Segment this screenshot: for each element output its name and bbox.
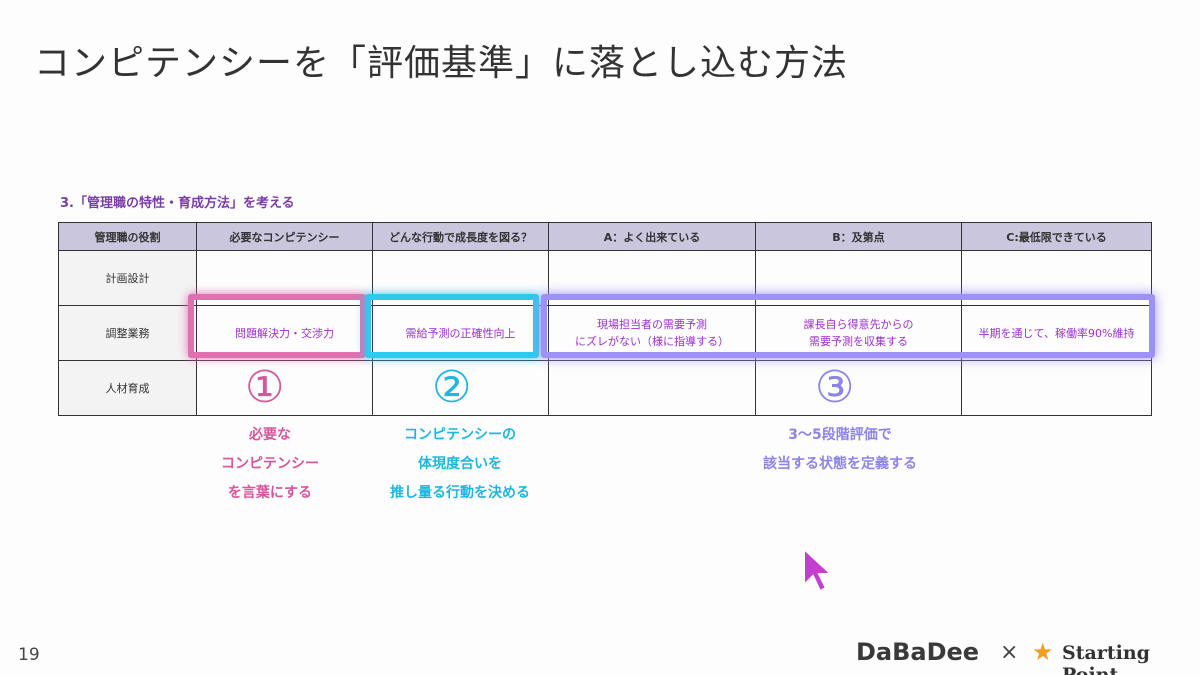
table-cell [755, 360, 962, 416]
highlight-behavior [365, 294, 539, 358]
annotation-caption-1: 必要な コンピテンシー を言葉にする [190, 421, 350, 508]
header-cell: 必要なコンピテンシー [196, 222, 373, 251]
role-cell: 調整業務 [58, 305, 197, 361]
header-cell: どんな行動で成長度を図る？ [372, 222, 549, 251]
caption-line: を言葉にする [227, 485, 313, 501]
table-cell: 問題解決力・交渉力 [196, 305, 373, 361]
caption-line: 必要な [249, 427, 291, 443]
role-cell: 人材育成 [58, 360, 197, 416]
collab-times: × [1000, 640, 1019, 665]
table-cell: 半期を通じて、稼働率90%維持 [961, 305, 1152, 361]
mouse-cursor-icon [803, 546, 834, 593]
table-row: 調整業務 問題解決力・交渉力 需給予測の正確性向上 現場担当者の需要予測 にズレ… [58, 305, 1152, 361]
role-cell: 計画設計 [58, 250, 197, 306]
table-cell [961, 360, 1152, 416]
starting-point-logo: Starting Point [1062, 642, 1150, 675]
slide-title: コンピテンシーを「評価基準」に落とし込む方法 [34, 43, 849, 84]
dabadee-logo: DaBaDee [856, 638, 980, 666]
star-icon: ★ [1032, 638, 1054, 666]
header-cell: B：及第点 [755, 222, 962, 251]
section-subtitle: 3.「管理職の特性・育成方法」を考える [60, 196, 295, 211]
highlight-competency [188, 294, 366, 358]
annotation-number-1: ① [245, 362, 285, 413]
caption-line: 推し量る行動を決める [390, 485, 530, 501]
caption-line: 該当する状態を定義する [763, 456, 917, 472]
annotation-number-3: ③ [815, 362, 855, 413]
table-cell: 現場担当者の需要予測 にズレがない（様に指導する） [548, 305, 756, 361]
highlight-grades [541, 294, 1155, 358]
annotation-caption-2: コンピテンシーの 体現度合いを 推し量る行動を決める [360, 421, 560, 508]
page-number: 19 [18, 645, 40, 665]
table-cell: 課長自ら得意先からの 需要予測を収集する [755, 305, 962, 361]
header-cell: 管理職の役割 [58, 222, 197, 251]
caption-line: 3〜5段階評価で [788, 427, 892, 443]
caption-line: コンピテンシー [221, 456, 319, 472]
table-cell [548, 360, 756, 416]
table-header-row: 管理職の役割 必要なコンピテンシー どんな行動で成長度を図る？ A：よく出来てい… [58, 222, 1152, 251]
caption-line: 体現度合いを [418, 456, 502, 472]
annotation-number-2: ② [432, 362, 472, 413]
annotation-caption-3: 3〜5段階評価で 該当する状態を定義する [730, 421, 950, 479]
header-cell: C:最低限できている [961, 222, 1152, 251]
header-cell: A：よく出来ている [548, 222, 756, 251]
table-cell [196, 360, 373, 416]
table-row: 人材育成 [58, 360, 1152, 416]
caption-line: コンピテンシーの [404, 427, 516, 443]
